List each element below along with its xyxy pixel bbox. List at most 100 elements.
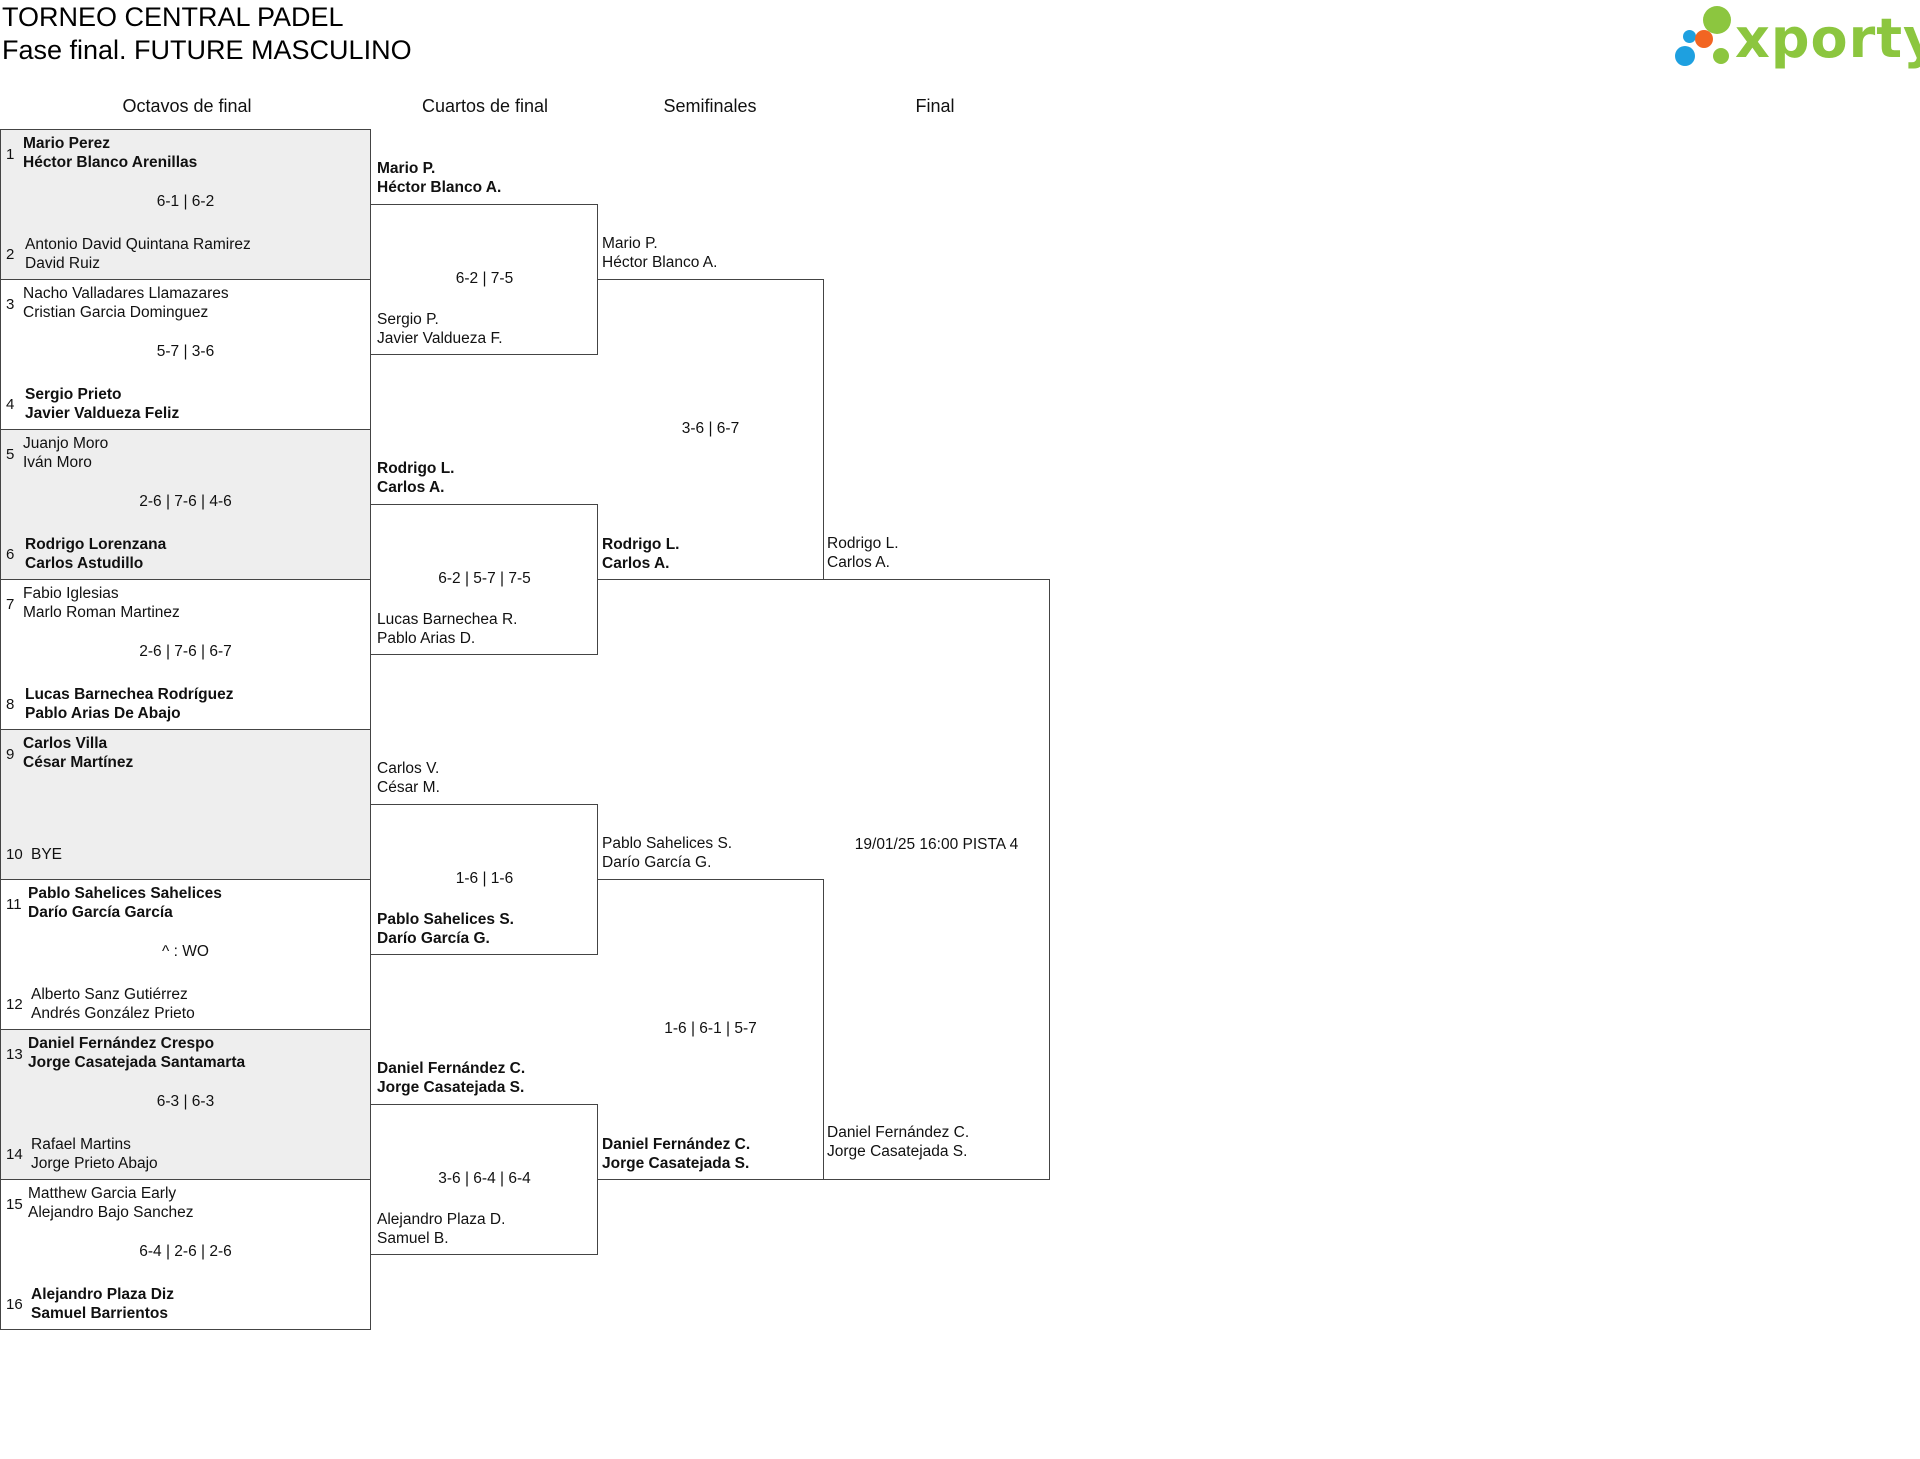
xporty-logo: xporty [1675, 4, 1920, 74]
team-player: Matthew Garcia Early [28, 1185, 177, 1202]
r16-match-box [0, 729, 371, 880]
final-info: 19/01/25 16:00 PISTA 4 [854, 835, 1019, 853]
round-header-qf: Cuartos de final [421, 96, 549, 116]
sf-team-b: Carlos A. [602, 555, 670, 572]
qf-score: 3-6 | 6-4 | 6-4 [438, 1169, 531, 1187]
logo-dot-orange [1695, 30, 1713, 48]
match-score: 6-4 | 2-6 | 2-6 [139, 1243, 232, 1260]
team-player: Marlo Roman Martinez [23, 604, 180, 621]
r16-match-box [0, 1029, 371, 1180]
seed-number: 11 [6, 896, 22, 913]
seed-number: 2 [6, 246, 15, 263]
round-header-final: Final [915, 96, 955, 116]
qf-team-b: Alejandro Plaza D. [377, 1211, 506, 1228]
team-player: Carlos Villa [23, 735, 108, 752]
sf-team-b: Rodrigo L. [602, 536, 680, 553]
r16-match-box [0, 129, 371, 280]
team-player: Carlos Astudillo [25, 555, 144, 572]
team-player: Samuel Barrientos [31, 1305, 168, 1322]
team-player: Andrés González Prieto [31, 1005, 195, 1022]
sf-match-box [597, 879, 824, 1180]
qf-team-b: Pablo Sahelices S. [377, 911, 514, 928]
final-team-b: Jorge Casatejada S. [827, 1143, 968, 1160]
team-player: Jorge Prieto Abajo [31, 1155, 158, 1172]
qf-team-a: Rodrigo L. [377, 460, 455, 477]
team-player: Pablo Sahelices Sahelices [28, 885, 222, 902]
match-score: 6-3 | 6-3 [156, 1093, 215, 1110]
r16-match-box [0, 1179, 371, 1330]
sf-team-b: Daniel Fernández C. [602, 1136, 751, 1153]
sf-score: 3-6 | 6-7 [681, 419, 740, 437]
seed-number: 3 [6, 296, 15, 313]
final-team-b: Daniel Fernández C. [827, 1124, 970, 1141]
qf-team-b: Sergio P. [377, 311, 439, 328]
qf-team-a: Carlos A. [377, 479, 445, 496]
seed-number: 4 [6, 396, 15, 413]
sf-match-box [597, 279, 824, 580]
seed-number: 10 [6, 846, 23, 863]
team-player: Rafael Martins [31, 1136, 131, 1153]
logo-dot-green-small [1713, 48, 1729, 64]
sf-team-a: Mario P. [602, 235, 658, 252]
team-player: Rodrigo Lorenzana [25, 536, 167, 553]
seed-number: 14 [6, 1146, 23, 1163]
round-header-r16: Octavos de final [122, 96, 252, 116]
sf-team-b: Jorge Casatejada S. [602, 1155, 750, 1172]
team-player: Pablo Arias De Abajo [25, 705, 181, 722]
tournament-title: TORNEO CENTRAL PADEL [2, 2, 344, 32]
team-player: Iván Moro [23, 454, 92, 471]
seed-number: 8 [6, 696, 15, 713]
team-player: Héctor Blanco Arenillas [23, 154, 198, 171]
qf-score: 1-6 | 1-6 [455, 869, 514, 887]
team-player: Nacho Valladares Llamazares [23, 285, 229, 302]
qf-team-b: Pablo Arias D. [377, 630, 476, 647]
team-player: César Martínez [23, 754, 134, 771]
team-player: Alberto Sanz Gutiérrez [31, 986, 188, 1003]
seed-number: 1 [6, 146, 15, 163]
qf-team-b: Lucas Barnechea R. [377, 611, 518, 628]
seed-number: 5 [6, 446, 15, 463]
final-match-box [823, 579, 1050, 1180]
team-player: Jorge Casatejada Santamarta [28, 1054, 246, 1071]
seed-number: 16 [6, 1296, 23, 1313]
logo-text: xporty [1735, 7, 1920, 70]
team-player: Cristian Garcia Dominguez [23, 304, 209, 321]
team-player: Darío García García [28, 904, 173, 921]
logo-dot-blue-small [1683, 30, 1696, 43]
qf-score: 6-2 | 5-7 | 7-5 [438, 569, 531, 587]
team-player: Alejandro Bajo Sanchez [28, 1204, 194, 1221]
seed-number: 15 [6, 1196, 23, 1213]
seed-number: 6 [6, 546, 15, 563]
team-player: Antonio David Quintana Ramirez [25, 236, 251, 253]
match-score: 6-1 | 6-2 [156, 193, 215, 210]
seed-number: 7 [6, 596, 15, 613]
team-player: Juanjo Moro [23, 435, 109, 452]
final-team-a: Rodrigo L. [827, 535, 899, 552]
qf-team-a: César M. [377, 779, 440, 796]
sf-score: 1-6 | 6-1 | 5-7 [664, 1019, 757, 1037]
sf-team-a: Darío García G. [602, 854, 712, 871]
sf-team-a: Héctor Blanco A. [602, 254, 718, 271]
team-player: Javier Valdueza Feliz [25, 405, 180, 422]
team-player: David Ruiz [25, 255, 100, 272]
qf-team-a: Carlos V. [377, 760, 440, 777]
team-player: Sergio Prieto [25, 386, 122, 403]
final-team-a: Carlos A. [827, 554, 890, 571]
qf-team-a: Mario P. [377, 160, 436, 177]
round-header-sf: Semifinales [663, 96, 757, 116]
team-player: BYE [31, 846, 63, 863]
qf-team-a: Daniel Fernández C. [377, 1060, 526, 1077]
match-score: 2-6 | 7-6 | 6-7 [139, 643, 232, 660]
logo-dot-blue [1675, 46, 1695, 66]
qf-score: 6-2 | 7-5 [455, 269, 514, 287]
match-score: 5-7 | 3-6 [156, 343, 215, 360]
team-player: Daniel Fernández Crespo [28, 1035, 215, 1052]
qf-team-b: Samuel B. [377, 1230, 449, 1247]
team-player: Lucas Barnechea Rodríguez [25, 686, 234, 703]
team-player: Alejandro Plaza Diz [31, 1286, 174, 1303]
qf-team-b: Javier Valdueza F. [377, 330, 503, 347]
seed-number: 9 [6, 746, 15, 763]
qf-team-a: Jorge Casatejada S. [377, 1079, 525, 1096]
qf-team-b: Darío García G. [377, 930, 490, 947]
phase-title: Fase final. FUTURE MASCULINO [2, 35, 412, 65]
